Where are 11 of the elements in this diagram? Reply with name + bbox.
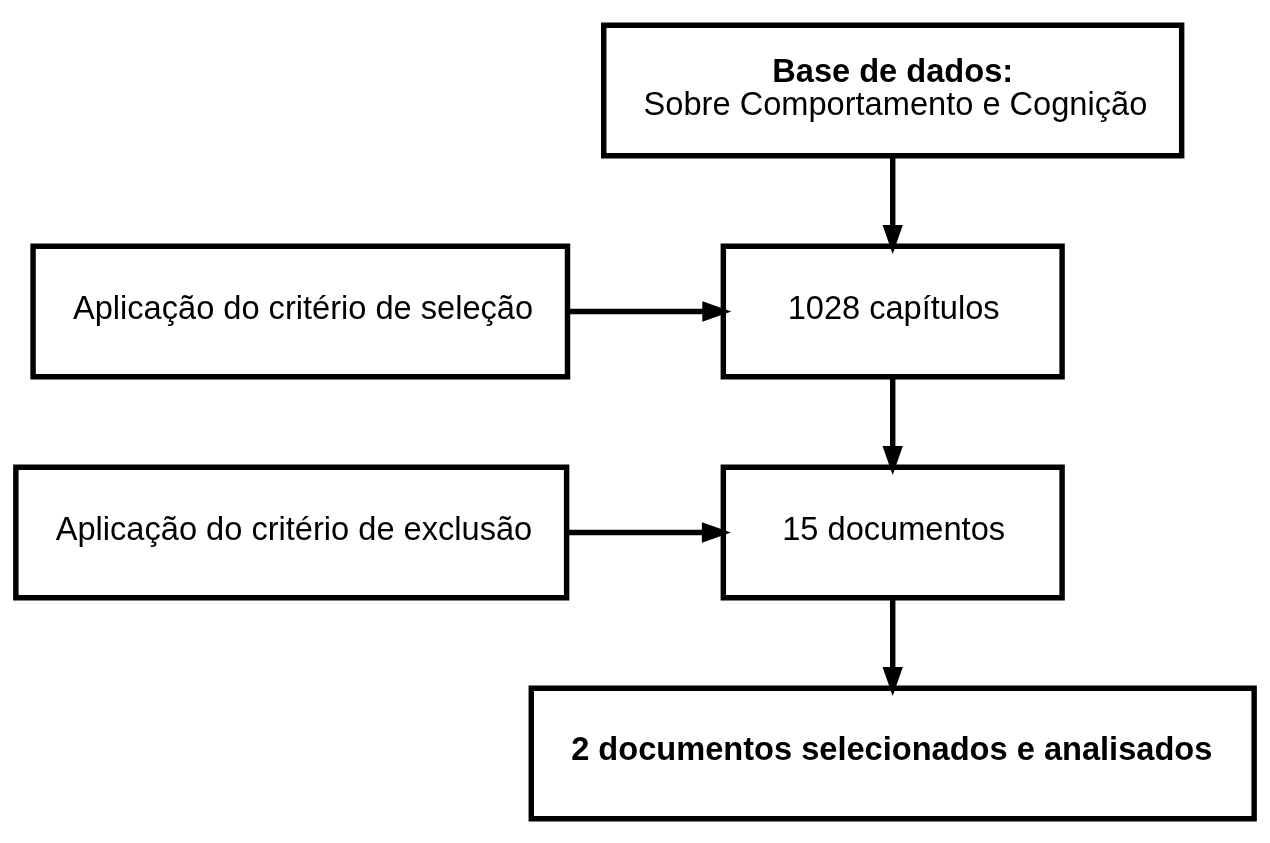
arrow — [882, 155, 903, 254]
node-box: 2 documentos selecionados e analisados — [528, 685, 1257, 821]
node-box: Aplicação do critério de seleção — [30, 243, 571, 379]
arrow — [567, 300, 732, 322]
node-box: 1028 capítulos — [720, 243, 1065, 379]
node-box: Base de dados: Sobre Comportamento e Cognição — [601, 22, 1185, 158]
arrow — [882, 376, 903, 475]
node-box: 15 documentos — [720, 464, 1065, 600]
arrow — [566, 521, 731, 543]
arrow — [882, 597, 903, 696]
node-box: Aplicação do critério de exclusão — [13, 464, 570, 600]
